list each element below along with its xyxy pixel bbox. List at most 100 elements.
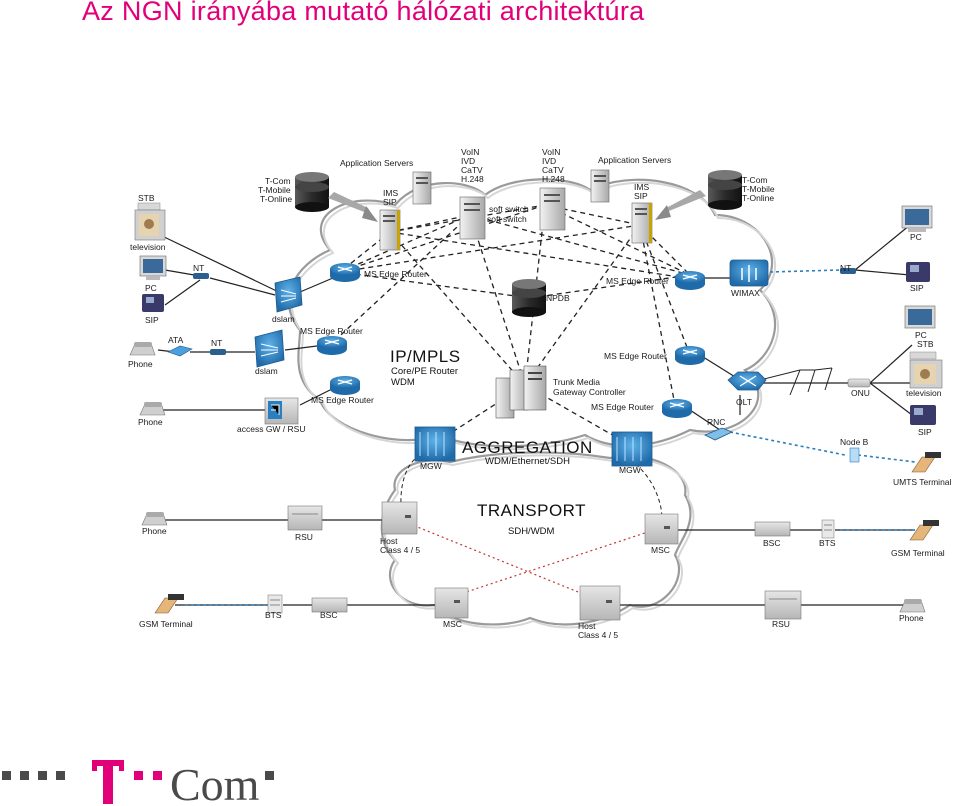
server-icon — [590, 169, 610, 203]
label-stb: STB — [917, 339, 934, 349]
label-ims-sip: SIP — [383, 197, 397, 207]
olt-icon — [727, 371, 767, 391]
label-ms-edge-router: MS Edge Router — [311, 395, 374, 405]
label-ims: IMS — [383, 188, 398, 198]
label-wimax: WIMAX — [731, 288, 760, 298]
sip-phone-icon — [906, 262, 930, 282]
label-app-servers: Application Servers — [340, 158, 413, 168]
pc-icon — [139, 255, 167, 280]
label-ms-edge-router: MS Edge Router — [604, 351, 667, 361]
label-access-gw: access GW / RSU — [237, 424, 305, 434]
rsu-right-icon — [764, 590, 802, 620]
label-npdb: NPDB — [546, 293, 570, 303]
label-tmobile: T-Mobile — [258, 185, 291, 195]
nodeb-icon — [849, 447, 860, 463]
label-mgw: MGW — [619, 465, 641, 475]
dslam-icon — [274, 276, 303, 313]
router-icon — [330, 263, 360, 282]
tcom-database-left — [295, 172, 329, 212]
label-host: Host — [578, 621, 596, 631]
stb-icon — [909, 351, 937, 360]
phone-icon — [139, 402, 166, 416]
nt-modem-icon — [210, 349, 226, 355]
label-sip: SIP — [918, 427, 932, 437]
router-icon — [317, 336, 347, 355]
msc-right-icon — [644, 513, 679, 545]
label-ms-edge-router: MS Edge Router — [591, 402, 654, 412]
host-class45-left-icon — [381, 501, 418, 535]
television-icon — [134, 209, 166, 241]
label-pc: PC — [910, 232, 922, 242]
label-television: television — [130, 242, 166, 252]
label-rnc: RNC — [707, 417, 725, 427]
label-ata: ATA — [168, 335, 184, 345]
label-tonline: T-Online — [742, 193, 774, 203]
stb-icon — [137, 202, 161, 211]
label-ivd: IVD — [461, 156, 475, 166]
label-sip: SIP — [910, 283, 924, 293]
label-gsm-terminal: GSM Terminal — [891, 548, 945, 558]
npdb-database — [512, 279, 546, 317]
label-ip-mpls: IP/MPLS — [390, 347, 461, 366]
label-phone: Phone — [138, 417, 163, 427]
label-transport: TRANSPORT — [477, 501, 586, 520]
label-stb: STB — [138, 193, 155, 203]
label-rsu: RSU — [295, 532, 313, 542]
bsc-left-icon — [311, 597, 348, 613]
label-umts-terminal: UMTS Terminal — [893, 477, 952, 487]
msc-left-icon — [434, 587, 469, 619]
label-rsu: RSU — [772, 619, 790, 629]
label-dslam: dslam — [255, 366, 278, 376]
phone-icon — [141, 512, 168, 526]
label-ims-sip: SIP — [634, 191, 648, 201]
label-tcom: T-Com — [265, 176, 291, 186]
server-icon — [379, 209, 401, 251]
label-class-4-5: Class 4 / 5 — [380, 545, 420, 555]
bsc-right-icon — [754, 521, 791, 537]
diagram-labels: STB television PC SIP NT ATA NT Phone Ph… — [128, 147, 952, 640]
nt-modem-icon — [193, 273, 209, 279]
label-host: Host — [380, 536, 398, 546]
provisioning-arrows — [328, 190, 706, 222]
transport-ring — [400, 454, 663, 521]
label-h248: H.248 — [542, 174, 565, 184]
softswitch-server-icon — [539, 187, 566, 231]
wimax-base-station-icon — [729, 259, 769, 287]
label-onu: ONU — [851, 388, 870, 398]
dslam-icon — [254, 329, 285, 368]
router-icon — [675, 271, 705, 290]
label-wdm: WDM — [391, 377, 415, 388]
label-gateway-controller: Gateway Controller — [553, 387, 626, 397]
label-tcom: T-Com — [742, 175, 768, 185]
transport-links — [399, 519, 661, 601]
label-catv: CaTV — [461, 165, 483, 175]
label-sip: SIP — [145, 315, 159, 325]
access-links — [157, 224, 915, 606]
mgw-right-icon — [611, 431, 653, 467]
label-app-servers: Application Servers — [598, 155, 671, 165]
sip-phone-icon — [910, 405, 936, 425]
label-ims: IMS — [634, 182, 649, 192]
label-dslam: dslam — [272, 314, 295, 324]
access-gw-icon — [264, 397, 299, 425]
label-ivd: IVD — [542, 156, 556, 166]
router-icon — [330, 376, 360, 395]
label-aggregation-sub: WDM/Ethernet/SDH — [485, 456, 570, 467]
pc-icon — [901, 205, 933, 232]
router-icon — [675, 346, 705, 365]
wireless-links — [185, 269, 916, 606]
label-core-pe-router: Core/PE Router — [391, 366, 458, 377]
onu-icon — [847, 378, 871, 388]
pon-fiber — [759, 367, 833, 396]
label-television: television — [906, 388, 942, 398]
tcom-database-right — [708, 170, 742, 210]
label-phone: Phone — [128, 359, 153, 369]
server-icon — [631, 202, 653, 244]
phone-icon — [129, 342, 156, 356]
phone-icon — [899, 599, 926, 613]
rnc-icon — [704, 427, 734, 441]
signalling-links — [329, 204, 691, 446]
label-nt: NT — [840, 263, 851, 273]
rsu-left-icon — [287, 505, 323, 531]
label-transport-sub: SDH/WDM — [508, 526, 555, 537]
